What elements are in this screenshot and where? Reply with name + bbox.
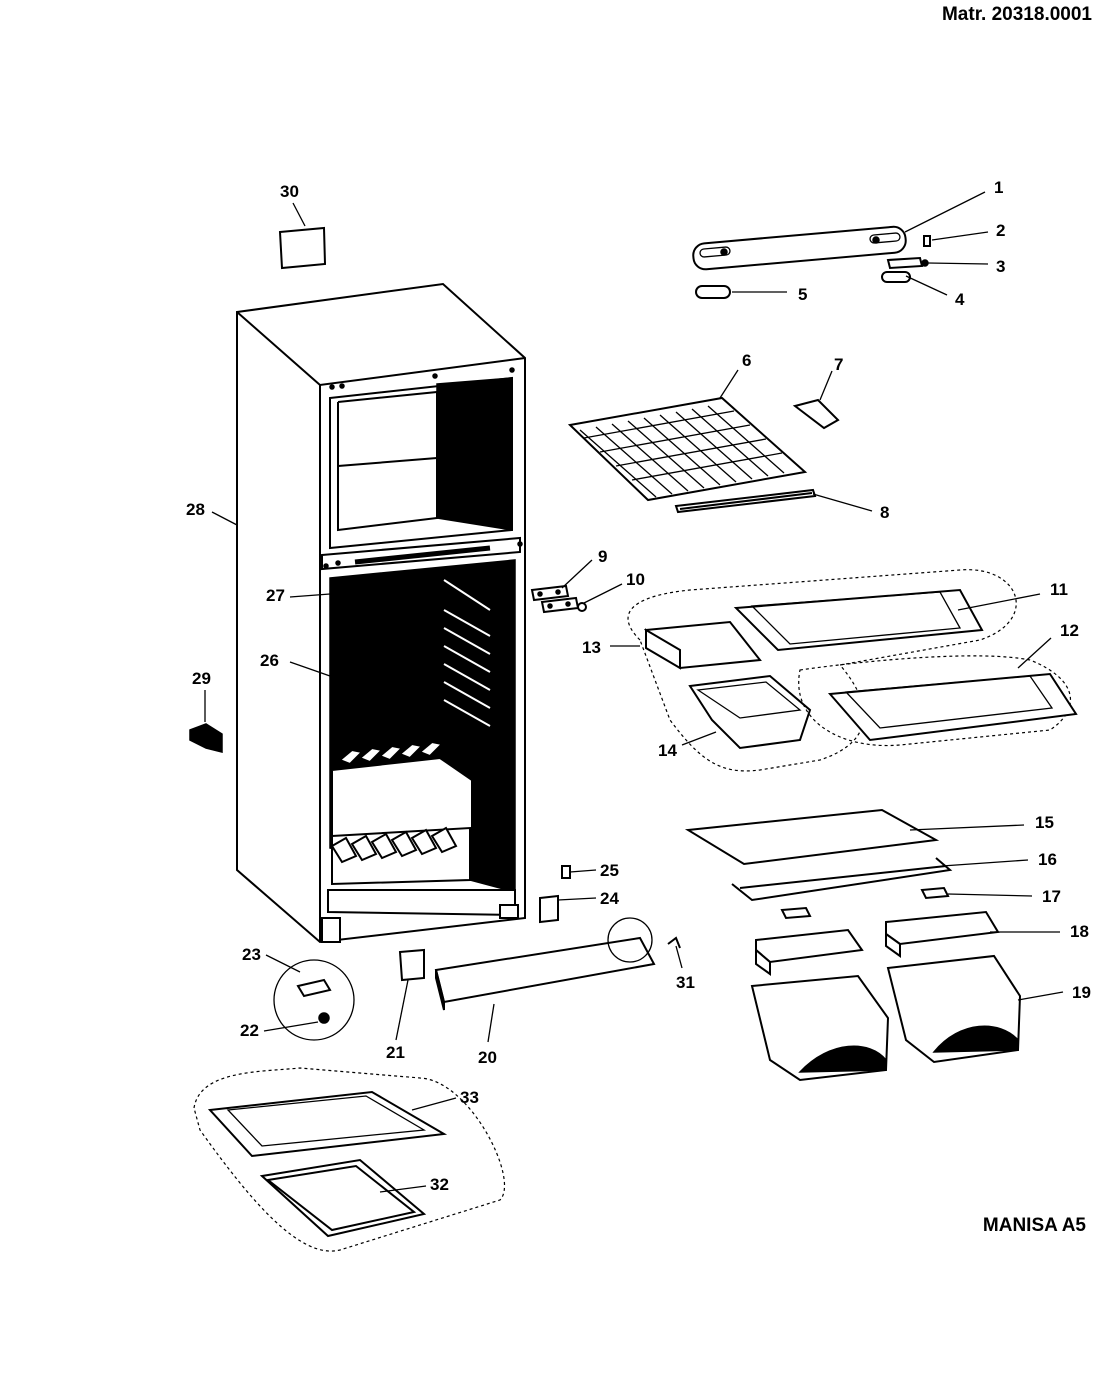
callout-22: 22	[240, 1021, 259, 1040]
callout-32: 32	[430, 1175, 449, 1194]
top-hinge-parts	[692, 225, 931, 299]
callout-9: 9	[598, 547, 607, 566]
callout-labels: 1 2 3 4 5 6 7 8 9 10 11 12 13 14 15 16 1…	[186, 178, 1091, 1194]
callout-18: 18	[1070, 922, 1089, 941]
crisper-drawer-part-19	[750, 954, 1022, 1082]
wire-shelf-part-6	[567, 396, 808, 502]
callout-1: 1	[994, 178, 1003, 197]
callout-21: 21	[386, 1043, 405, 1062]
foot-assembly-detail	[273, 959, 355, 1041]
callout-15: 15	[1035, 813, 1054, 832]
callout-28: 28	[186, 500, 205, 519]
callout-23: 23	[242, 945, 261, 964]
hinge-part-24	[539, 894, 559, 924]
bracket-part-21	[398, 948, 425, 982]
callout-30: 30	[280, 182, 299, 201]
callout-29: 29	[192, 669, 211, 688]
callout-19: 19	[1072, 983, 1091, 1002]
material-number: Matr. 20318.0001	[941, 4, 1092, 25]
callout-6: 6	[742, 351, 751, 370]
callout-13: 13	[582, 638, 601, 657]
callout-27: 27	[266, 586, 285, 605]
callout-20: 20	[478, 1048, 497, 1067]
wire-frame-part-32	[259, 1158, 427, 1238]
clip-part-7	[792, 398, 840, 430]
foot-part-29	[189, 723, 223, 753]
pin-part-31	[667, 936, 681, 949]
glass-shelf-part-12	[827, 672, 1078, 742]
cover-frame-part-16	[731, 857, 953, 902]
chiller-tray-part-13	[643, 620, 762, 670]
callout-33: 33	[460, 1088, 479, 1107]
clip-part-17b	[780, 906, 812, 920]
label-plate-part-30	[278, 226, 327, 270]
callout-3: 3	[996, 257, 1005, 276]
callout-4: 4	[955, 290, 965, 309]
door-bin-part-20	[434, 936, 656, 1011]
callout-24: 24	[600, 889, 619, 908]
glass-cover-part-15	[684, 808, 940, 866]
callout-14: 14	[658, 741, 677, 760]
callout-8: 8	[880, 503, 889, 522]
callout-10: 10	[626, 570, 645, 589]
shelf-trim-part-8	[674, 488, 817, 514]
model-name: MANISA A5	[982, 1215, 1086, 1236]
callout-26: 26	[260, 651, 279, 670]
crisper-box-part-14	[688, 674, 812, 750]
glass-shelf-part-33	[207, 1090, 448, 1158]
callout-17: 17	[1042, 887, 1061, 906]
callout-7: 7	[834, 355, 843, 374]
glass-shelf-part-11	[733, 588, 984, 652]
callout-31: 31	[676, 973, 695, 992]
callout-11: 11	[1050, 580, 1068, 599]
crisper-handle-part-18	[755, 910, 1000, 976]
callout-2: 2	[996, 221, 1005, 240]
callout-25: 25	[600, 861, 619, 880]
leader-lines	[204, 191, 1064, 1193]
callout-16: 16	[1038, 850, 1057, 869]
cabinet-part-28	[236, 282, 526, 944]
clip-part-17	[920, 886, 950, 900]
pin-part-25	[561, 865, 571, 879]
callout-5: 5	[798, 285, 807, 304]
callout-12: 12	[1060, 621, 1079, 640]
middle-hinge-parts	[530, 584, 587, 614]
detail-circle	[607, 917, 653, 963]
